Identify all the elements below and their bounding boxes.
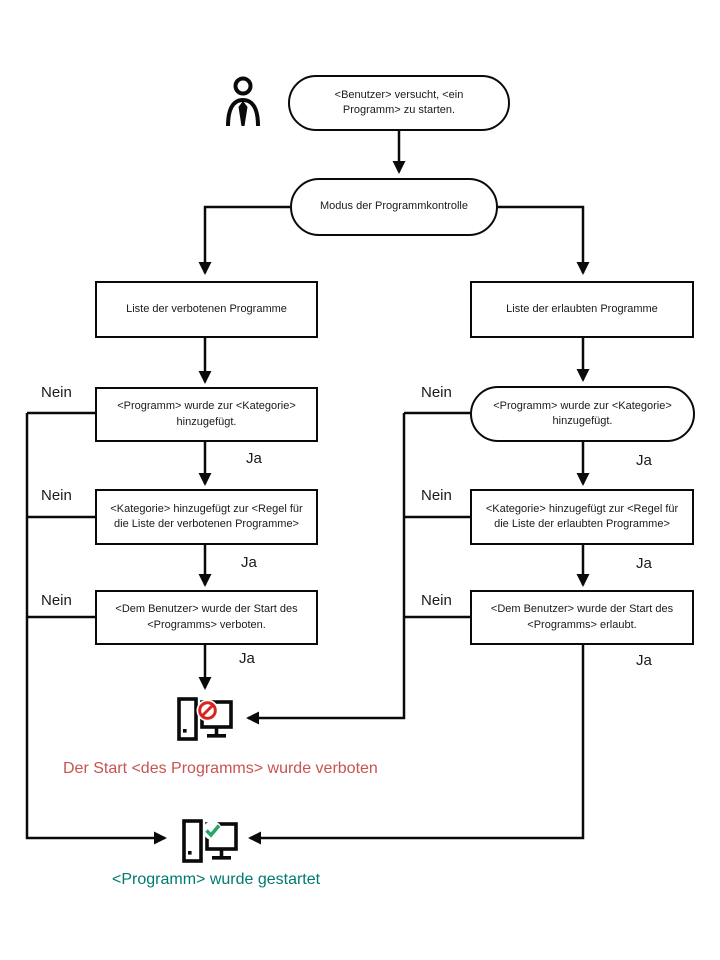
connector-right-yes-to-started <box>248 645 585 845</box>
node-right-result: <Dem Benutzer> wurde der Start des <Prog… <box>470 590 694 645</box>
computer-started-icon <box>182 819 238 863</box>
label-yes: Ja <box>636 555 652 572</box>
outcome-started-text: <Programm> wurde gestartet <box>112 871 321 888</box>
prohibited-badge <box>198 701 217 720</box>
connector-left-no-to-started <box>25 413 167 845</box>
label-yes: Ja <box>636 652 652 669</box>
label-yes: Ja <box>636 452 652 469</box>
computer-blocked-icon <box>177 697 233 741</box>
node-right-list: Liste der erlaubten Programme <box>470 281 694 338</box>
node-left-check1: <Programm> wurde zur <Kategorie> hinzuge… <box>95 387 318 442</box>
outcome-blocked-text: Der Start <des Programms> wurde verboten <box>63 760 378 777</box>
node-right-check1: <Programm> wurde zur <Kategorie> hinzuge… <box>470 386 695 442</box>
check-badge <box>205 824 221 838</box>
connector-mode-to-left-list <box>198 205 290 275</box>
label-no: Nein <box>41 487 72 504</box>
user-icon <box>226 76 260 127</box>
connector-right-no-to-blocked <box>246 413 406 725</box>
label-yes: Ja <box>241 554 257 571</box>
node-left-list: Liste der verbotenen Programme <box>95 281 318 338</box>
node-right-check2: <Kategorie> hinzugefügt zur <Regel für d… <box>470 489 694 545</box>
node-mode: Modus der Programmkontrolle <box>290 178 498 236</box>
node-start: <Benutzer> versucht, <ein Programm> zu s… <box>288 75 510 131</box>
node-left-result: <Dem Benutzer> wurde der Start des <Prog… <box>95 590 318 645</box>
label-no: Nein <box>421 487 452 504</box>
node-left-check2: <Kategorie> hinzugefügt zur <Regel für d… <box>95 489 318 545</box>
label-no: Nein <box>421 592 452 609</box>
label-no: Nein <box>41 592 72 609</box>
connector-mode-to-right-list <box>498 205 590 275</box>
label-yes: Ja <box>239 650 255 667</box>
label-yes: Ja <box>246 450 262 467</box>
label-no: Nein <box>421 384 452 401</box>
label-no: Nein <box>41 384 72 401</box>
